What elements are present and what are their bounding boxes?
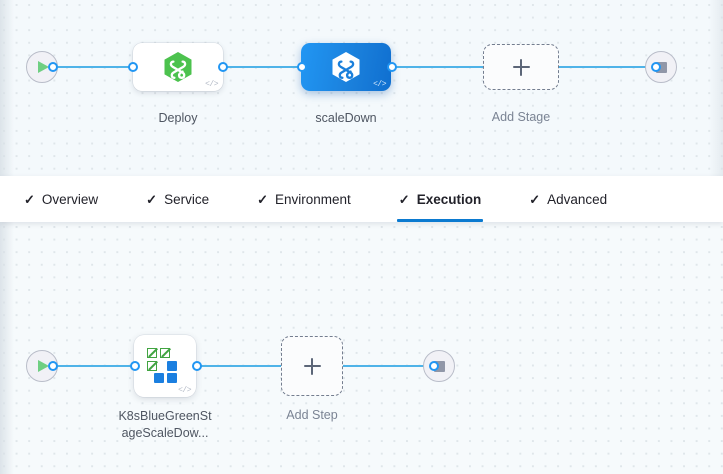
add-stage-label: Add Stage <box>491 110 551 124</box>
port-exec-start-out[interactable] <box>48 361 58 371</box>
harness-deploy-hexagon-icon <box>164 52 192 82</box>
check-icon: ✓ <box>24 191 35 207</box>
tab-overview[interactable]: ✓ Overview <box>24 176 98 222</box>
port-scaledown-in[interactable] <box>297 62 307 72</box>
canvas-left-edge-shadow <box>0 222 14 474</box>
stage-yaml-badge-scaledown[interactable]: </> <box>373 80 386 89</box>
port-deploy-out[interactable] <box>218 62 228 72</box>
step-label-line2: ageScaleDow... <box>121 426 209 440</box>
port-step-out[interactable] <box>192 361 202 371</box>
tab-execution[interactable]: ✓ Execution <box>396 176 484 222</box>
k8s-scale-down-grid-icon <box>147 348 183 383</box>
port-end-in[interactable] <box>651 62 661 72</box>
plus-icon <box>512 58 530 76</box>
step-label-line1: K8sBlueGreenSt <box>118 409 212 423</box>
step-yaml-badge[interactable]: </> <box>178 386 191 395</box>
add-step-label: Add Step <box>286 408 338 422</box>
step-node-k8sbluegreenstagescaledown[interactable]: </> <box>134 335 196 397</box>
canvas-right-edge-shadow <box>709 0 723 176</box>
check-icon: ✓ <box>146 191 158 207</box>
tab-advanced[interactable]: ✓ Advanced <box>529 176 607 222</box>
tab-environment[interactable]: ✓ Environment <box>257 176 351 222</box>
connector-start-to-deploy <box>52 66 144 68</box>
check-icon: ✓ <box>257 191 268 207</box>
pipeline-end-node[interactable] <box>645 51 677 83</box>
check-icon: ✓ <box>529 191 541 207</box>
stop-icon <box>655 61 667 73</box>
connector-step-to-addstep <box>196 365 284 367</box>
port-deploy-in[interactable] <box>128 62 138 72</box>
port-scaledown-out[interactable] <box>387 62 397 72</box>
add-step-button[interactable] <box>281 336 343 396</box>
port-exec-end-in[interactable] <box>429 361 439 371</box>
stop-icon <box>433 360 445 372</box>
stage-node-deploy[interactable]: </> <box>133 43 223 91</box>
execution-steps-canvas[interactable]: </> K8sBlueGreenSt ageScaleDow... Add St… <box>0 222 723 474</box>
harness-deploy-hexagon-icon <box>332 52 360 82</box>
connector-start-to-step <box>52 365 148 367</box>
canvas-left-edge-shadow <box>0 0 14 176</box>
stage-label-deploy: Deploy <box>158 111 198 125</box>
connector-addstep-to-end <box>340 365 434 367</box>
port-step-in[interactable] <box>130 361 140 371</box>
tab-overview-label: Overview <box>41 191 99 207</box>
execution-end-node[interactable] <box>423 350 455 382</box>
port-start-out[interactable] <box>48 62 58 72</box>
stage-node-scaledown[interactable]: </> <box>301 43 391 91</box>
stage-config-tabs: ✓ Overview ✓ Service ✓ Environment ✓ Exe… <box>0 176 723 222</box>
add-stage-button[interactable] <box>483 44 559 90</box>
tab-execution-label: Execution <box>416 191 482 207</box>
tab-service-label: Service <box>164 191 210 207</box>
plus-icon <box>303 357 321 375</box>
stage-yaml-badge-deploy[interactable]: </> <box>205 80 218 89</box>
stage-label-scaledown: scaleDown <box>315 111 377 125</box>
tab-environment-label: Environment <box>275 191 351 207</box>
check-icon: ✓ <box>398 191 410 207</box>
tab-advanced-label: Advanced <box>547 191 608 207</box>
tab-service[interactable]: ✓ Service <box>146 176 209 222</box>
pipeline-stage-canvas[interactable]: </> Deploy </> scaleDown Add Stage <box>0 0 723 176</box>
play-icon <box>38 61 49 73</box>
connector-deploy-to-scaledown <box>222 66 312 68</box>
play-icon <box>38 360 49 372</box>
